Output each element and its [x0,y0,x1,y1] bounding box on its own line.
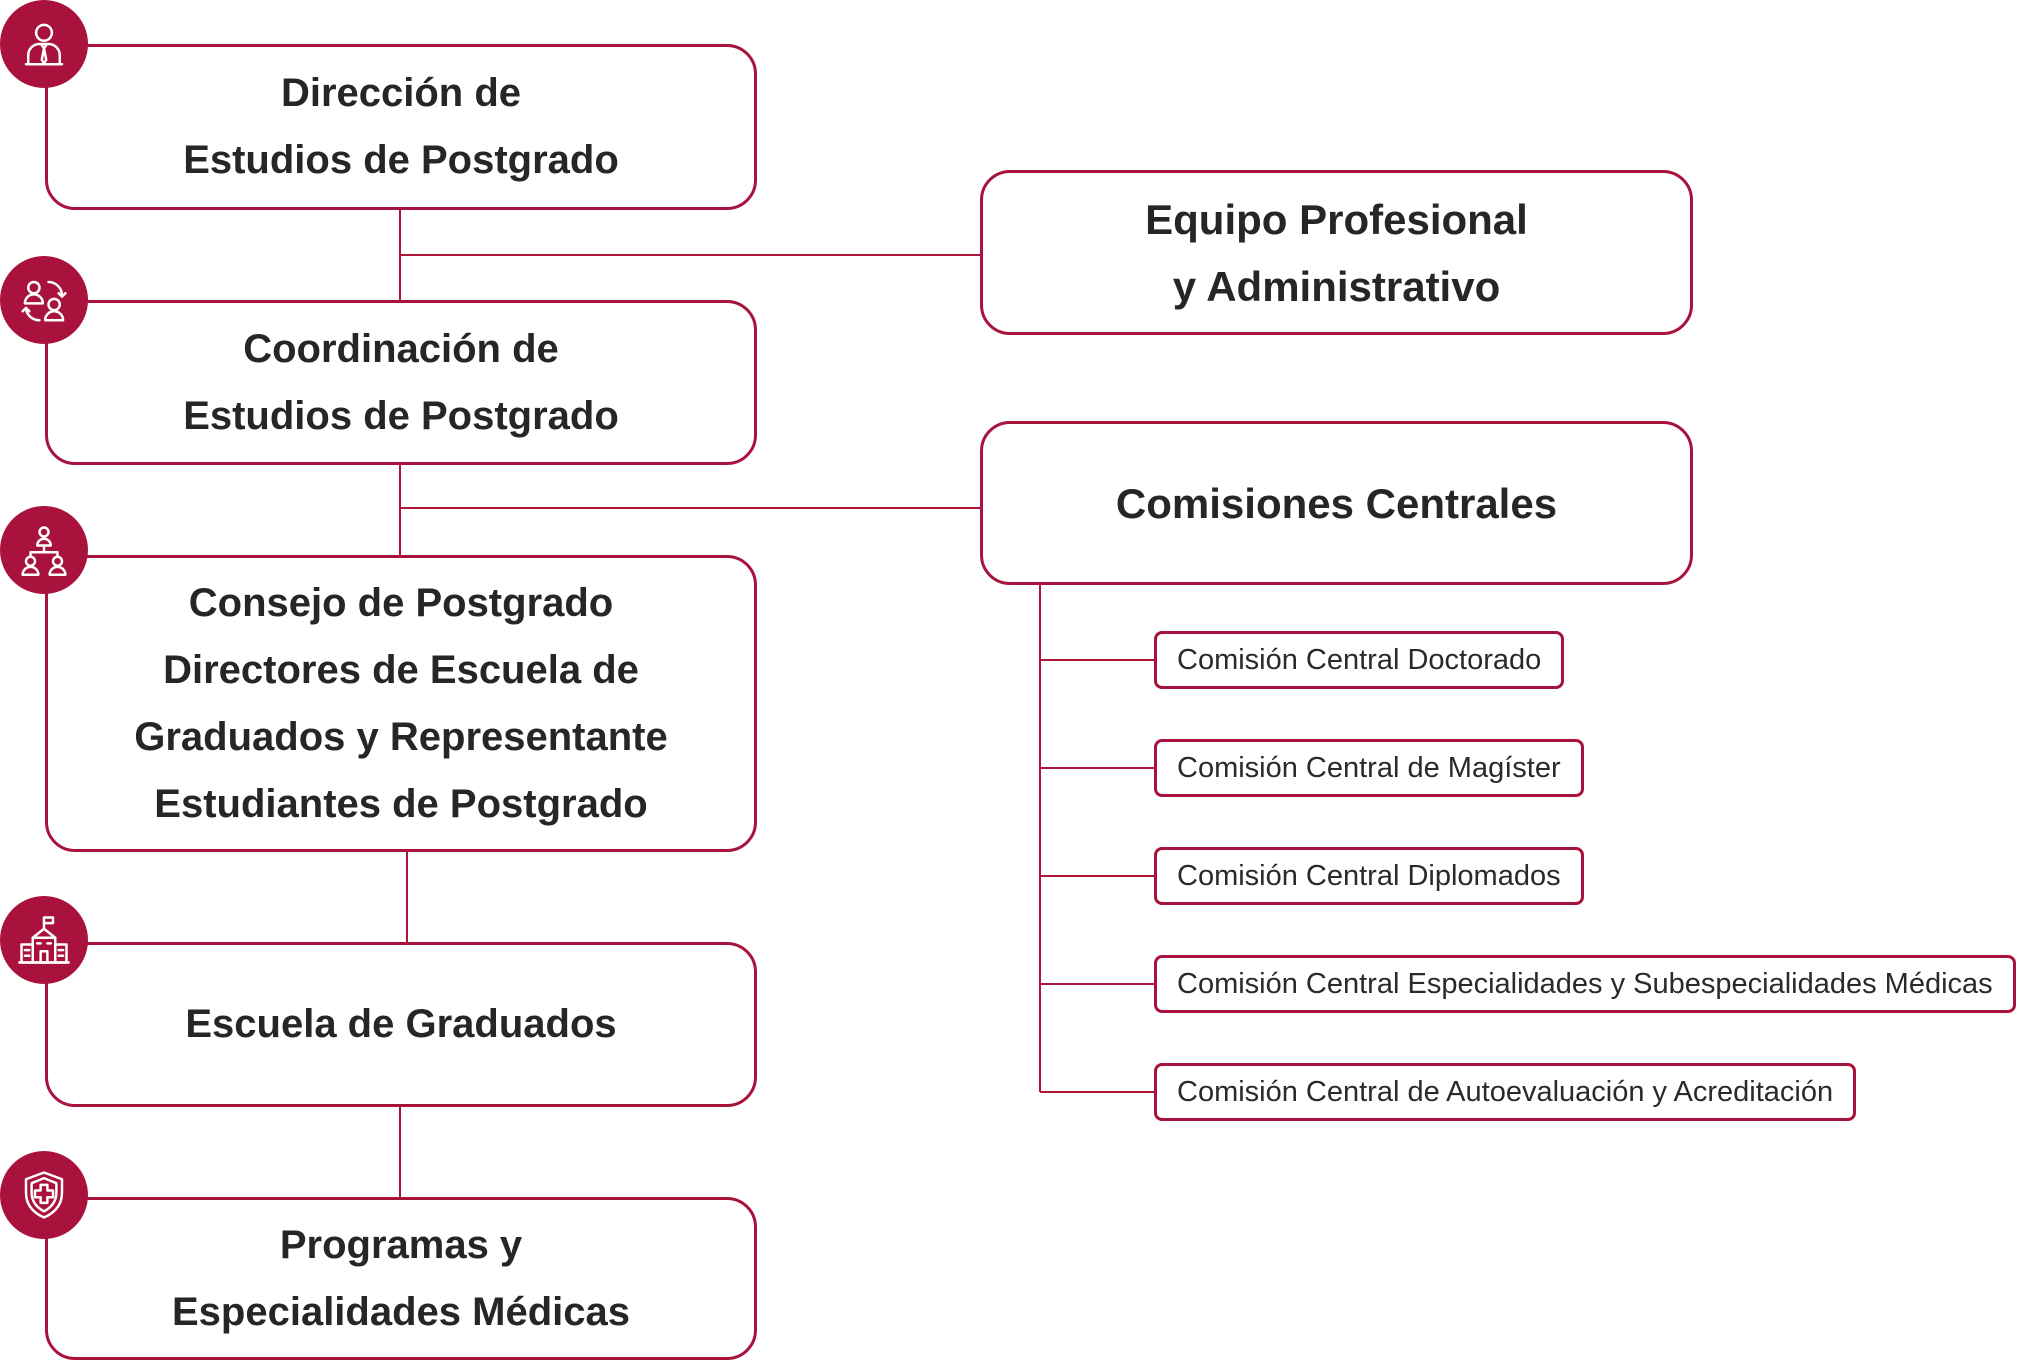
node-escuela-line-1: Escuela de Graduados [185,1002,617,1046]
node-consejo-line-4: Estudiantes de Postgrado [154,781,648,826]
subnode-doctorado: Comisión Central Doctorado [1154,631,1565,689]
node-consejo-line-1: Consejo de Postgrado [188,580,614,625]
node-programas-line-2: Especialidades Médicas [171,1289,630,1334]
medical-shield-icon [0,1151,88,1239]
subnode-diplomados: Comisión Central Diplomados [1154,847,1584,905]
subnode-diplomados-label: Comisión Central Diplomados [1177,859,1561,892]
node-consejo-line-2: Directores de Escuela de [163,647,639,692]
node-comisiones-line-1: Comisiones Centrales [1115,479,1558,527]
node-direccion-line-2: Estudios de Postgrado [183,138,619,182]
school-building-icon [0,896,88,984]
node-consejo-line-3: Graduados y Representante [134,714,668,759]
subnode-magister-label: Comisión Central de Magíster [1177,751,1561,784]
node-programas: Programas y Especialidades Médicas [45,1197,757,1360]
node-equipo: Equipo Profesional y Administrativo [980,170,1693,335]
node-direccion: Dirección de Estudios de Postgrado [45,44,757,210]
person-tie-icon [0,0,88,88]
node-escuela: Escuela de Graduados [45,942,757,1107]
subnode-especialidades: Comisión Central Especialidades y Subesp… [1154,955,2016,1013]
node-equipo-line-2: y Administrativo [1172,262,1501,310]
node-coordinacion-line-2: Estudios de Postgrado [183,393,619,438]
subnode-autoevaluacion-label: Comisión Central de Autoevaluación y Acr… [1177,1075,1834,1108]
subnode-autoevaluacion: Comisión Central de Autoevaluación y Acr… [1154,1063,1857,1121]
node-direccion-line-1: Dirección de [280,71,522,115]
node-programas-line-1: Programas y [279,1222,523,1267]
subnode-magister: Comisión Central de Magíster [1154,739,1584,797]
people-exchange-icon [0,256,88,344]
node-coordinacion-line-1: Coordinación de [243,326,559,371]
subnode-especialidades-label: Comisión Central Especialidades y Subesp… [1177,967,1993,1000]
subnode-doctorado-label: Comisión Central Doctorado [1177,643,1542,676]
group-hierarchy-icon [0,506,88,594]
node-coordinacion: Coordinación de Estudios de Postgrado [45,300,757,465]
node-equipo-line-1: Equipo Profesional [1145,195,1528,243]
node-comisiones: Comisiones Centrales [980,421,1693,585]
node-consejo: Consejo de Postgrado Directores de Escue… [45,555,757,852]
